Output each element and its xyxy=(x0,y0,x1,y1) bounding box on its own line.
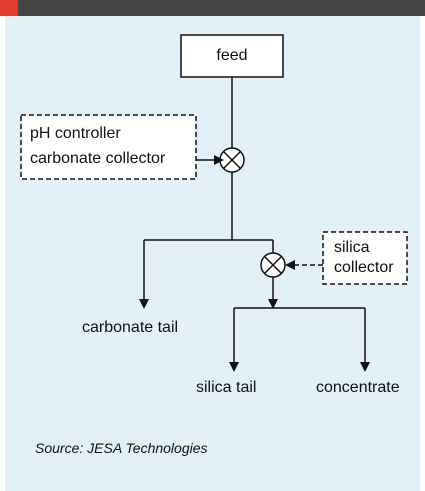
silica-collector-box xyxy=(322,231,408,285)
feed-label: feed xyxy=(216,47,248,64)
carbonate-tail-label: carbonate tail xyxy=(82,319,179,336)
ph-controller-box xyxy=(20,114,197,180)
silica-collector-line2: collector xyxy=(334,259,394,276)
carbonate-collector-label: carbonate collector xyxy=(30,150,166,167)
feed-box xyxy=(180,34,284,78)
silica-tail-label: silica tail xyxy=(196,379,257,396)
ph-controller-label: pH controller xyxy=(30,125,121,142)
silica-collector-arrowhead xyxy=(285,260,295,270)
source-caption: Source: JESA Technologies xyxy=(35,440,208,456)
header-accent xyxy=(0,0,18,16)
silica-collector-line1: silica xyxy=(334,239,370,256)
header-bar xyxy=(0,0,425,16)
silica-conditioner-icon xyxy=(260,252,286,278)
concentrate-label: concentrate xyxy=(316,379,400,396)
carbonate-conditioner-icon xyxy=(219,147,245,173)
